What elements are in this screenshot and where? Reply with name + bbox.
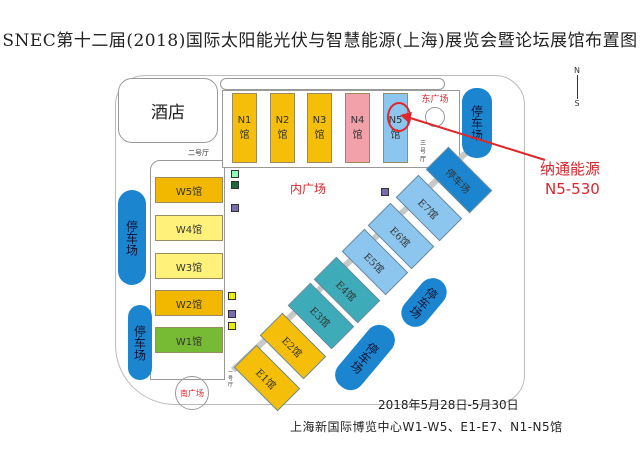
hall-w5[interactable]: W5馆 <box>155 177 223 203</box>
south-plaza: 南广场 <box>175 376 209 410</box>
parking-northeast: 停车场 <box>462 88 492 158</box>
hall-w1[interactable]: W1馆 <box>155 327 223 353</box>
facility-icon <box>228 310 236 318</box>
company-name: 纳通能源 <box>540 160 601 178</box>
entrance-hall-3: 三号厅 <box>420 140 427 163</box>
entrance-hall-1: 一号厅 <box>228 370 234 388</box>
north-block <box>222 90 460 168</box>
facility-icon <box>231 181 239 189</box>
hotel-label: 酒店 <box>151 103 185 123</box>
hotel-block: 酒店 <box>118 78 218 143</box>
venue-info: 上海新国际博览中心W1-W5、E1-E7、N1-N5馆 <box>290 420 563 434</box>
parking-west-2: 停车场 <box>128 305 152 380</box>
hall-w3[interactable]: W3馆 <box>155 253 223 279</box>
hall-w4[interactable]: W4馆 <box>155 215 223 241</box>
facility-icon <box>228 292 236 300</box>
exhibition-dates: 2018年5月28日-5月30日 <box>378 398 519 412</box>
facility-icon <box>228 322 236 330</box>
north-strip <box>220 78 445 90</box>
facility-icon <box>231 204 239 212</box>
hall-w2[interactable]: W2馆 <box>155 290 223 316</box>
map-title: SNEC第十二届(2018)国际太阳能光伏与智慧能源(上海)展览会暨论坛展馆布置… <box>2 31 638 51</box>
compass: N S <box>574 66 580 108</box>
entrance-hall-2: 二号厅 <box>188 149 209 157</box>
parking-west-1: 停车场 <box>118 190 146 285</box>
facility-icon <box>231 170 239 178</box>
inner-plaza: 内广场 <box>290 182 327 196</box>
facility-icon <box>381 188 389 196</box>
booth-number: N5-530 <box>545 180 600 198</box>
